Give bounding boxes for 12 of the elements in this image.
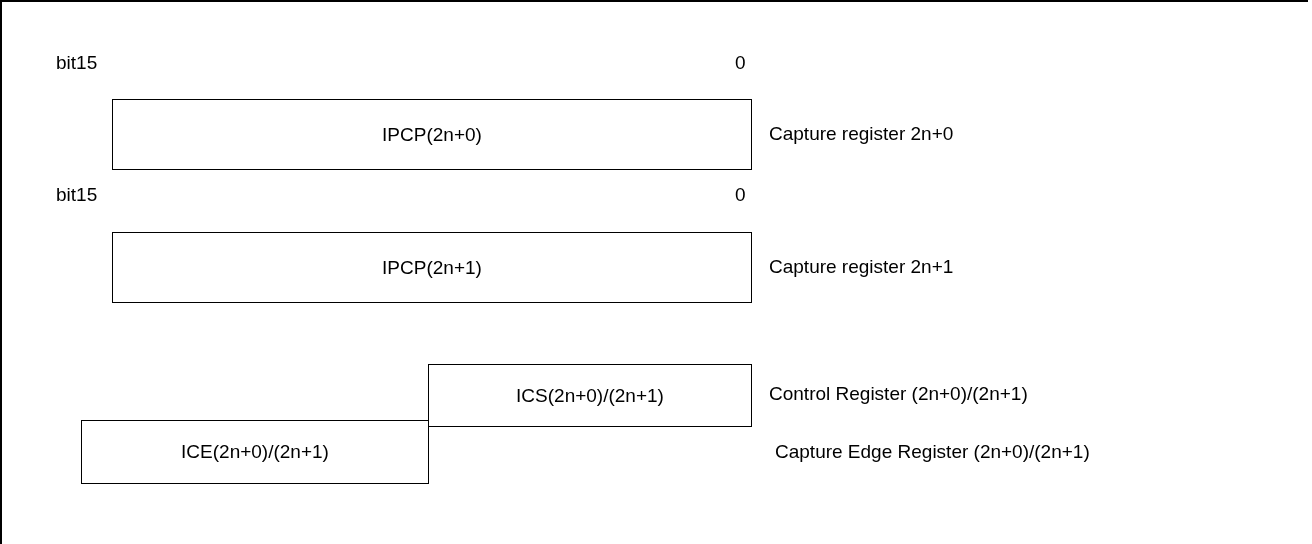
bit-position-label: 0 xyxy=(735,52,746,74)
register-box: ICE(2n+0)/(2n+1) xyxy=(81,420,429,484)
register-box: ICS(2n+0)/(2n+1) xyxy=(428,364,752,427)
bit-position-label: bit15 xyxy=(56,184,98,206)
register-description: Capture Edge Register (2n+0)/(2n+1) xyxy=(775,441,1090,463)
bit-position-label: 0 xyxy=(735,184,746,206)
register-box: IPCP(2n+1) xyxy=(112,232,752,303)
register-description: Capture register 2n+0 xyxy=(769,123,954,145)
register-description: Capture register 2n+1 xyxy=(769,256,954,278)
bit-position-label: bit15 xyxy=(56,52,98,74)
register-box: IPCP(2n+0) xyxy=(112,99,752,170)
register-description: Control Register (2n+0)/(2n+1) xyxy=(769,383,1028,405)
